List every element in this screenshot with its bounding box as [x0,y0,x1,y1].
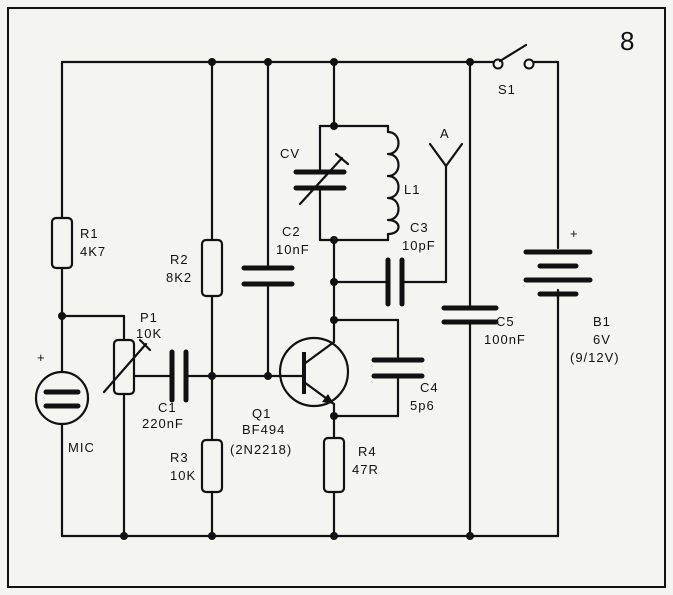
r3-value: 10K [170,468,196,483]
c4-label: C4 [420,380,439,395]
antenna [428,142,464,168]
q1-type: BF494 [242,422,285,437]
bottom-rail [60,288,560,538]
c1-label: C1 [158,400,177,415]
r3-label: R3 [170,450,189,465]
cv-label: CV [280,146,300,161]
s1-label: S1 [498,82,516,97]
figure-number: 8 [620,26,634,56]
r1-label: R1 [80,226,99,241]
c3-value: 10pF [402,238,436,253]
c4-value: 5p6 [410,398,435,413]
r4-value: 47R [352,462,379,477]
mic-label: MIC [68,440,95,455]
transistor-q1 [266,318,350,440]
resistor-r3 [200,438,224,538]
switch-s1 [492,43,535,70]
b1-polarity: + [570,226,579,241]
c3-label: C3 [410,220,429,235]
c5-value: 100nF [484,332,526,347]
b1-label: B1 [593,314,611,329]
capacitor-c4 [332,318,425,418]
c2-label: C2 [282,224,301,239]
r2-label: R2 [170,252,189,267]
resistor-r4 [322,436,346,538]
coil-l1 [386,124,400,242]
junction-dots [58,58,474,540]
c2-value: 10nF [276,242,310,257]
tank-circuit [318,60,390,322]
capacitor-c2 [241,60,295,378]
r1-value: 4K7 [80,244,106,259]
p1-label: P1 [140,310,158,325]
b1-alt-voltage: (9/12V) [570,350,620,365]
capacitor-c1 [169,349,270,403]
figure-frame [7,7,666,588]
resistor-r2 [200,60,224,442]
capacitor-c5 [441,60,499,538]
potentiometer-p1 [60,314,172,538]
microphone [34,370,90,538]
r2-value: 8K2 [166,270,192,285]
b1-voltage: 6V [593,332,611,347]
l1-label: L1 [404,182,420,197]
c1-value: 220nF [142,416,184,431]
c5-label: C5 [496,314,515,329]
resistor-r1 [50,60,74,374]
q1-label: Q1 [252,406,271,421]
q1-alt-type: (2N2218) [230,442,292,457]
antenna-label: A [440,126,450,141]
mic-polarity: + [37,350,46,365]
variable-capacitor-cv [293,152,350,206]
p1-value: 10K [136,326,162,341]
top-rail [60,60,560,250]
battery-b1: + [523,226,593,302]
capacitor-c3 [332,164,448,307]
r4-label: R4 [358,444,377,459]
